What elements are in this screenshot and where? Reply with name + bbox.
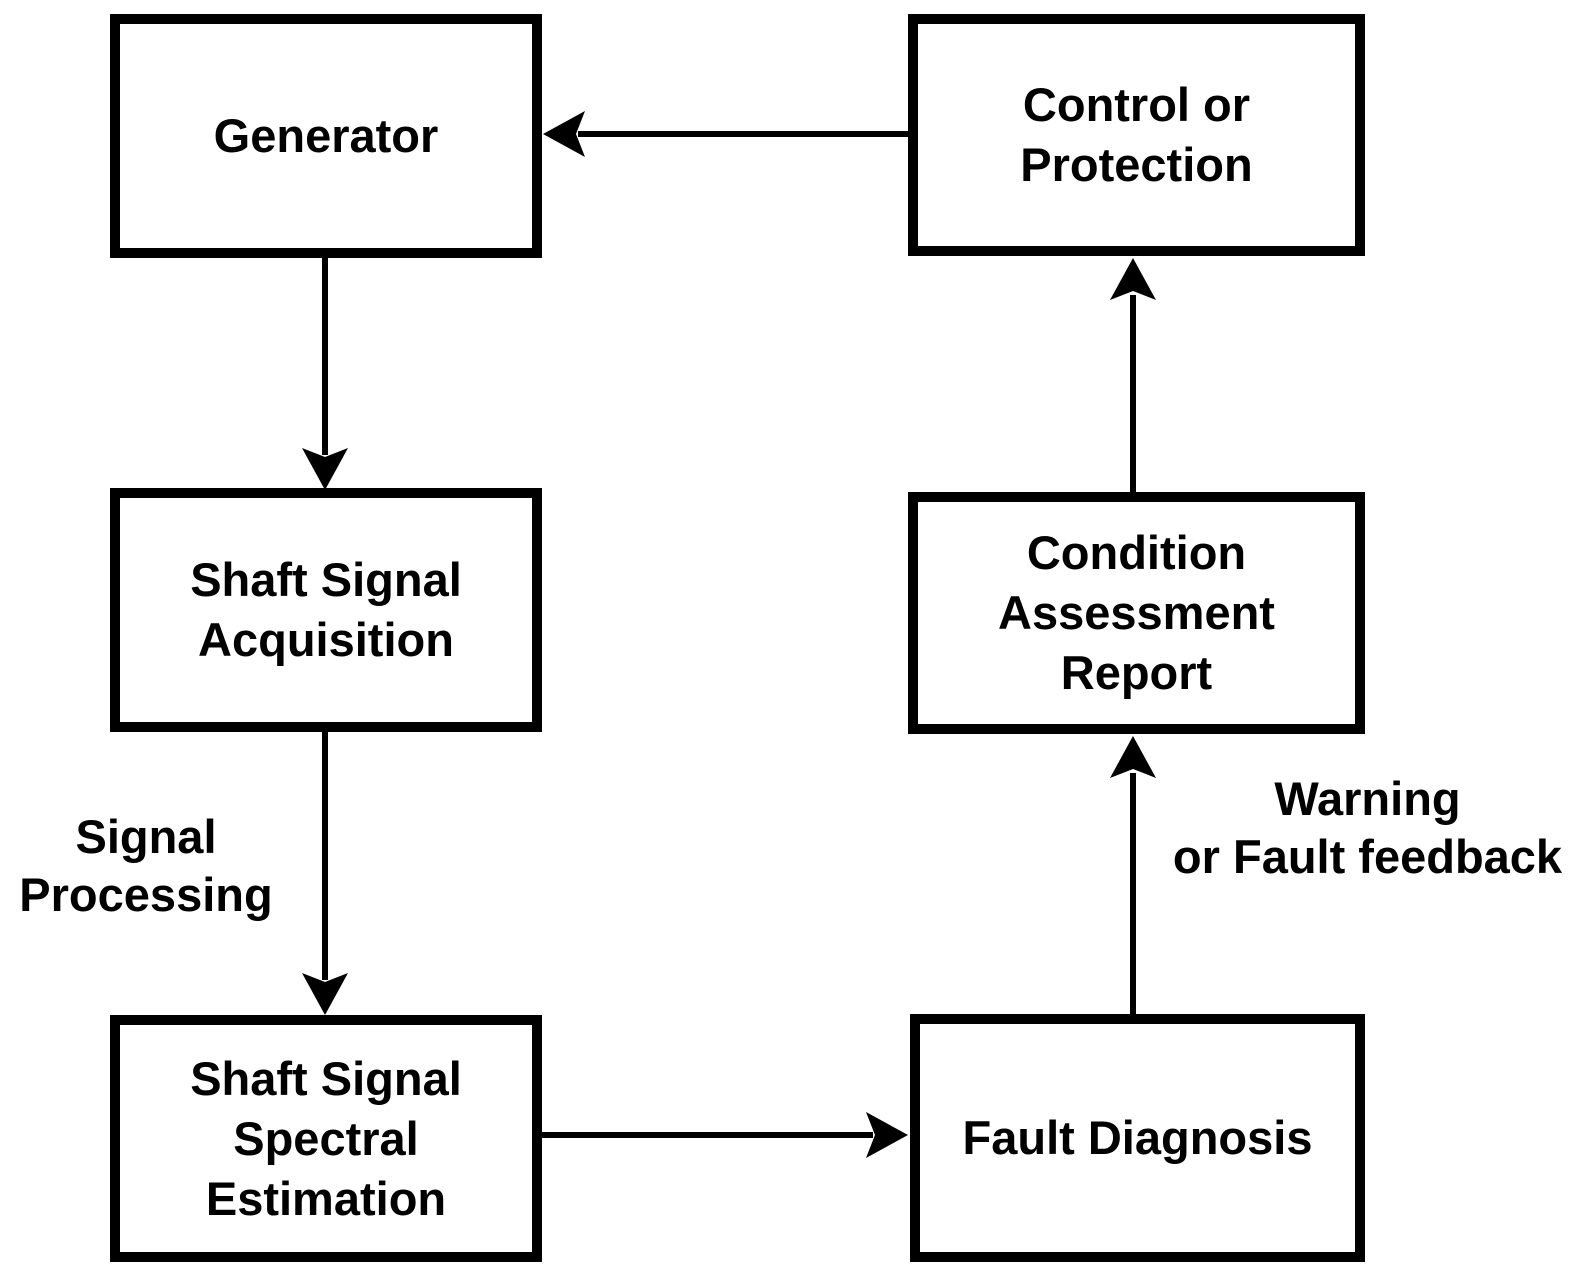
node-shaft-signal-spectral-estimation-label: Shaft Signal Spectral Estimation <box>190 1051 462 1225</box>
arrow-control-to-generator <box>543 111 908 157</box>
node-condition-assessment-report-label: Condition Assessment Report <box>998 526 1275 699</box>
arrow-acquisition-to-spectral <box>302 732 348 1015</box>
edge-label-warning-or-fault-feedback: Warning or Fault feedback <box>1172 772 1563 883</box>
arrow-spectral-to-fault <box>542 1112 908 1158</box>
node-fault-diagnosis-label: Fault Diagnosis <box>962 1111 1313 1164</box>
arrow-fault-to-condition <box>1110 736 1156 1014</box>
node-shaft-signal-spectral-estimation: Shaft Signal Spectral Estimation <box>110 1015 542 1262</box>
arrow-condition-to-control <box>1110 258 1156 492</box>
node-shaft-signal-acquisition-label: Shaft Signal Acquisition <box>190 553 462 666</box>
node-control-or-protection: Control or Protection <box>908 14 1365 256</box>
node-condition-assessment-report: Condition Assessment Report <box>908 492 1365 734</box>
node-generator-label: Generator <box>213 109 439 162</box>
arrow-generator-to-acquisition <box>302 258 348 490</box>
edge-label-signal-processing: Signal Processing <box>19 810 273 921</box>
node-fault-diagnosis: Fault Diagnosis <box>910 1014 1365 1262</box>
node-shaft-signal-acquisition: Shaft Signal Acquisition <box>110 488 542 732</box>
node-generator: Generator <box>110 14 542 258</box>
node-control-or-protection-label: Control or Protection <box>1020 78 1253 191</box>
